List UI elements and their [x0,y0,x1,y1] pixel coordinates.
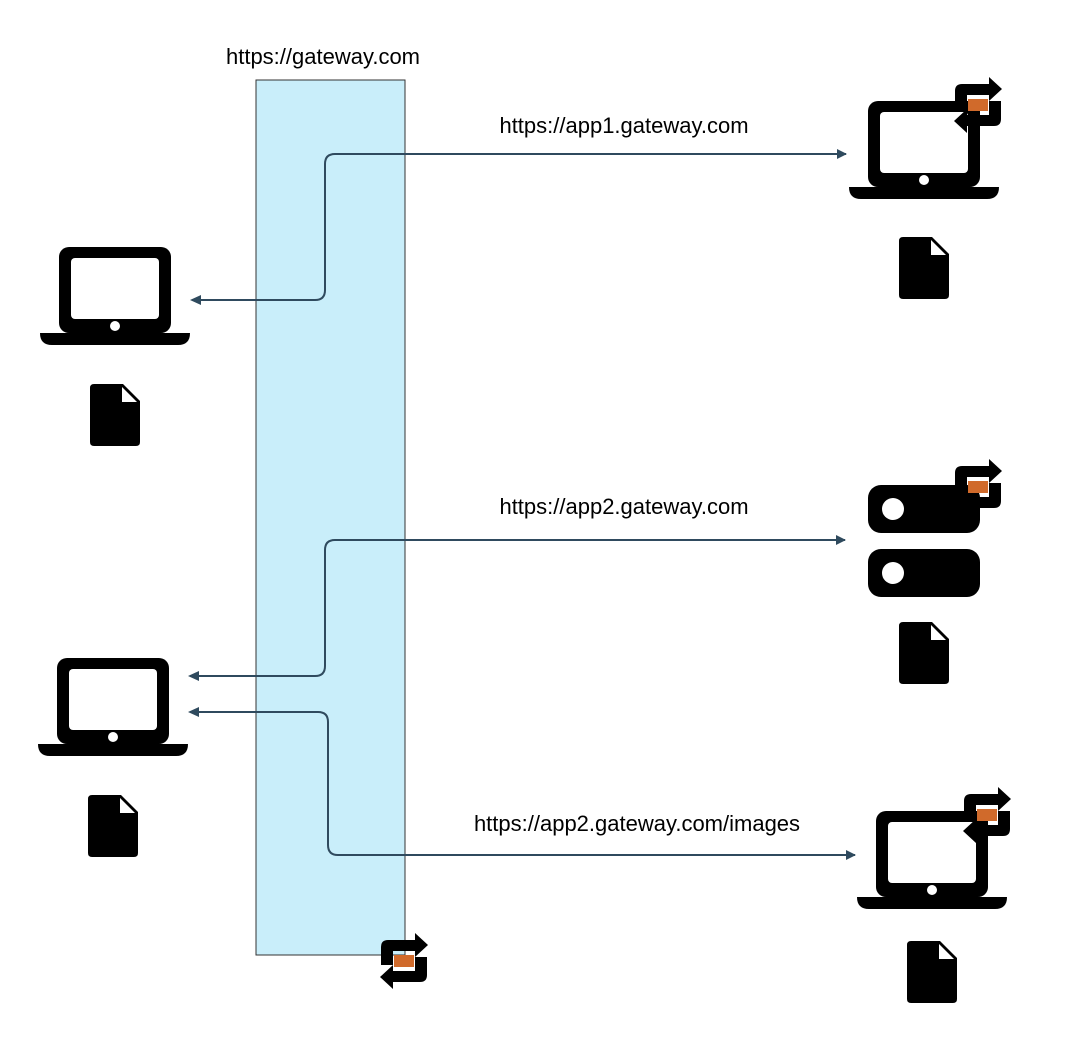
sync-icon [954,77,1002,133]
file-icon [88,795,138,857]
laptop-icon [40,247,190,345]
connector-app2 [190,535,846,677]
route-label-app2-images: https://app2.gateway.com/images [474,811,800,836]
file-icon [90,384,140,446]
file-icon [899,622,949,684]
route-label-app2: https://app2.gateway.com [499,494,748,519]
gateway-box [255,79,406,956]
gateway-label: https://gateway.com [226,44,420,69]
arrowhead-client2-images [188,707,199,717]
arrowhead-client1 [190,295,201,305]
connector-app1 [192,149,847,301]
file-icon [899,237,949,299]
sync-icon [963,787,1011,843]
arrowhead-client2-app2 [188,671,199,681]
sync-icon [380,933,428,989]
connector-app2-images [190,711,856,860]
file-icon [907,941,957,1003]
sync-icon [954,459,1002,515]
route-label-app1: https://app1.gateway.com [499,113,748,138]
laptop-icon [38,658,188,756]
